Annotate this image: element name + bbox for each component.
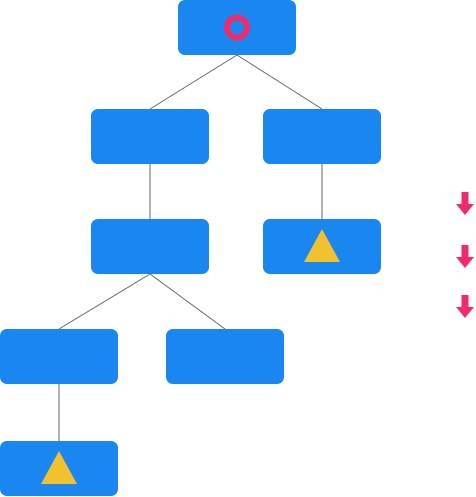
arrow-down-icon [456, 295, 474, 318]
edge-n3-n5 [58, 273, 151, 330]
tree-node-n7 [0, 441, 118, 496]
edge-n3-n6 [149, 273, 226, 330]
arrow-down-icon [456, 245, 474, 268]
tree-node-n3 [91, 219, 209, 274]
tree-node-n4 [263, 219, 381, 274]
tree-node-n6 [166, 329, 284, 384]
circle-icon [224, 14, 250, 41]
tree-node-n1 [91, 109, 209, 164]
triangle-icon [304, 229, 340, 262]
triangle-icon [41, 451, 77, 484]
tree-node-n5 [0, 329, 118, 384]
node-box [91, 109, 209, 164]
edge-n0-n2 [236, 54, 323, 110]
nodes-layer [0, 0, 381, 496]
node-box [91, 219, 209, 274]
node-box [0, 329, 118, 384]
edge-n0-n1 [149, 54, 238, 110]
node-box [166, 329, 284, 384]
tree-node-n0 [178, 0, 296, 55]
side-indicators [456, 192, 474, 318]
tree-node-n2 [263, 109, 381, 164]
edges-layer [58, 54, 323, 441]
node-box [178, 0, 296, 55]
node-box [263, 109, 381, 164]
arrow-down-icon [456, 192, 474, 215]
